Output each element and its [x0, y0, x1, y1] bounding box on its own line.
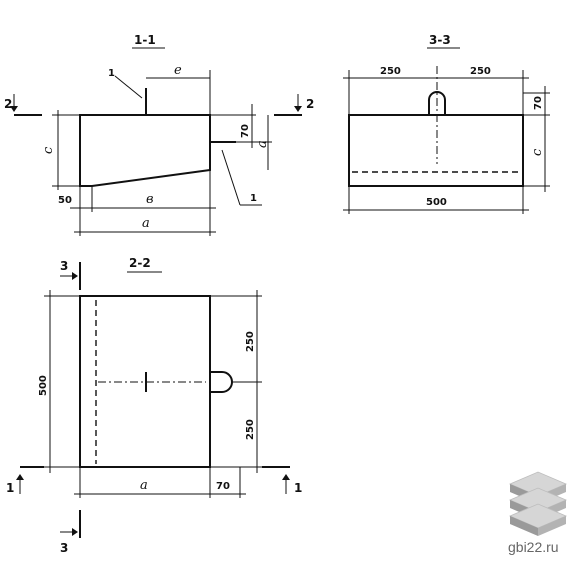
dim-22-70-text: 70 — [216, 481, 230, 492]
dim-22-a-text: a — [140, 478, 148, 493]
watermark: gbi22.ru — [508, 471, 568, 555]
dim-22-250-bottom: 250 — [245, 419, 256, 440]
stack-logo-icon — [508, 471, 568, 536]
dim-70-text: 70 — [240, 124, 251, 138]
section-3-3-body — [348, 114, 524, 187]
cut-mark-1-left-arrowhead — [16, 474, 24, 480]
cut-mark-2-left-arrowhead — [10, 106, 18, 112]
dim-a-bottom-text: a — [142, 216, 150, 231]
cut-mark-3-bottom-arrowhead — [72, 528, 78, 536]
dim-22-500-text: 500 — [38, 375, 49, 396]
dim-33-250-right: 250 — [470, 66, 491, 77]
dim-33-500-text: 500 — [426, 197, 447, 208]
section-1-1: 1-1 1 1 e c 70 a 50 — [4, 33, 314, 236]
section-1-1-title: 1-1 — [134, 33, 156, 47]
watermark-text: gbi22.ru — [508, 539, 559, 555]
cut-mark-2-right-label: 2 — [306, 97, 314, 111]
section-2-2-title: 2-2 — [129, 256, 151, 270]
cut-mark-2-left-label: 2 — [4, 97, 12, 111]
section-3-3-title: 3-3 — [429, 33, 451, 47]
cut-mark-1-left-label: 1 — [6, 481, 14, 495]
cut-mark-3-top-arrowhead — [72, 272, 78, 280]
dim-c-text: c — [41, 146, 56, 154]
dim-22-250-top: 250 — [245, 331, 256, 352]
cut-mark-1-right-arrowhead — [282, 474, 290, 480]
leader-1-side-label: 1 — [250, 193, 257, 204]
section-2-2: 2-2 500 250 250 a 70 3 3 — [6, 256, 302, 555]
section-2-2-side-loop — [210, 371, 233, 393]
dim-e-text: e — [174, 63, 182, 78]
cut-mark-3-bottom-label: 3 — [60, 541, 68, 555]
dim-b-text: в — [146, 192, 154, 207]
leader-1-top-label: 1 — [108, 68, 115, 79]
dim-33-c-text: c — [530, 148, 545, 156]
section-1-1-body — [79, 114, 211, 187]
section-2-2-body — [79, 295, 211, 468]
leader-1-side — [221, 149, 241, 206]
leader-1-top — [114, 75, 143, 99]
section-3-3: 3-3 250 250 70 c 500 — [343, 33, 550, 214]
dim-33-250-left: 250 — [380, 66, 401, 77]
cut-mark-2-right-arrowhead — [294, 106, 302, 112]
dim-50-text: 50 — [58, 195, 72, 206]
cut-mark-1-right-label: 1 — [294, 481, 302, 495]
dim-33-70-text: 70 — [533, 96, 544, 110]
dim-a-right-text: a — [255, 140, 270, 148]
cut-mark-3-top-label: 3 — [60, 259, 68, 273]
section-3-3-loop — [428, 91, 446, 115]
